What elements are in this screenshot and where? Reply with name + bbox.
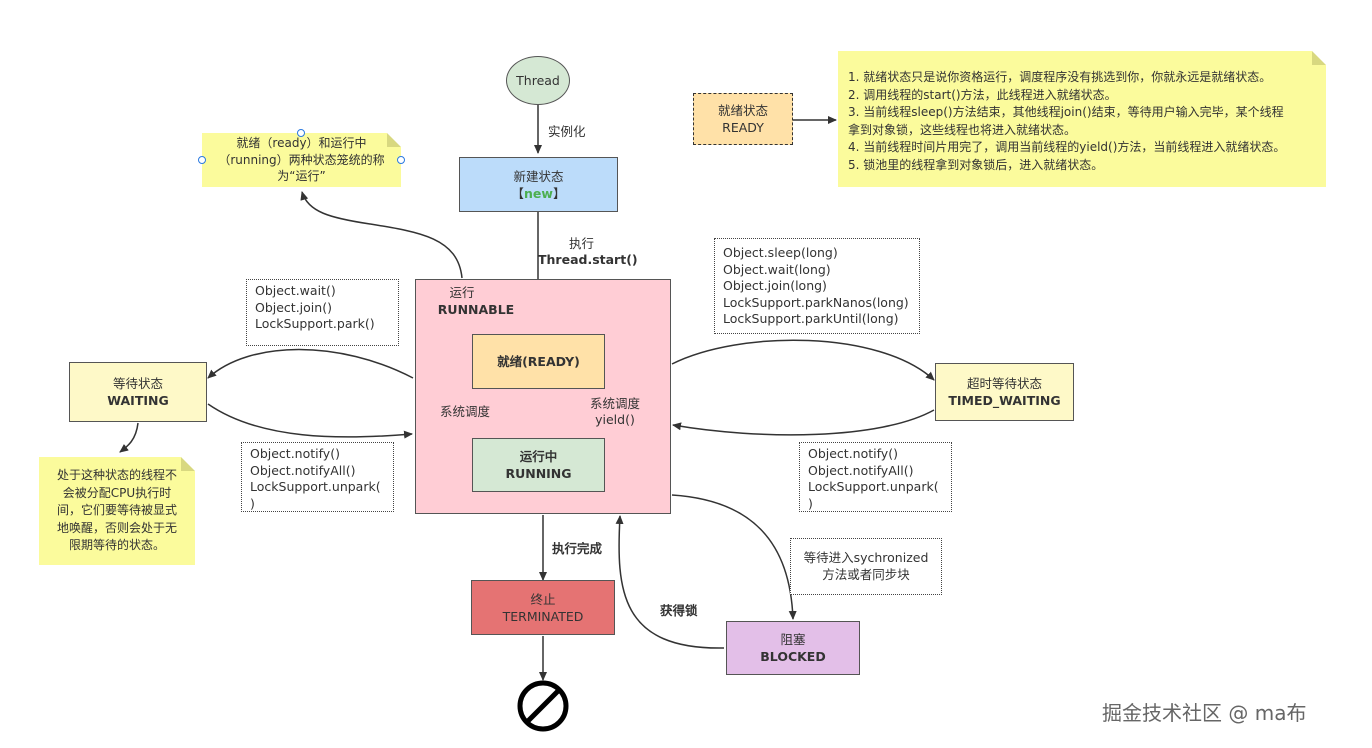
state-running-name: RUNNING [505, 466, 572, 481]
state-new-title: 新建状态 [513, 168, 564, 184]
legend-ready: 就绪状态 READY [693, 93, 793, 145]
state-blocked: 阻塞 BLOCKED [726, 621, 860, 675]
edge-timed-to-runnable [672, 409, 935, 436]
edge-blocked-to-runnable [615, 515, 725, 649]
state-new-keyword-line: 【new】 [511, 185, 566, 201]
sched-left-label: 系统调度 [440, 404, 491, 420]
start-label: Thread [516, 73, 560, 88]
method-box-to-timed: Object.sleep(long) Object.wait(long) Obj… [714, 238, 920, 334]
state-waiting-name: WAITING [107, 393, 169, 408]
note-waiting-info: 处于这种状态的线程不 会被分配CPU执行时 间，它们要等待被显式 地唤醒，否则会… [39, 457, 195, 565]
state-blocked-title: 阻塞 [780, 632, 806, 647]
selection-handle[interactable] [297, 129, 305, 137]
sched-right-label: 系统调度 yield() [586, 396, 644, 428]
state-ready: 就绪(READY) [472, 334, 605, 389]
legend-ready-title: 就绪状态 [717, 103, 768, 118]
legend-ready-name: READY [722, 120, 764, 135]
state-timed-waiting-name: TIMED_WAITING [948, 393, 1061, 408]
state-terminated-name: TERMINATED [502, 608, 584, 624]
method-box-from-timed: Object.notify() Object.notifyAll() LockS… [799, 442, 952, 512]
edge-runnable-to-waiting [207, 348, 414, 379]
selection-handle[interactable] [397, 156, 405, 164]
state-runnable-name: RUNNABLE [437, 302, 515, 317]
state-terminated: 终止 TERMINATED [471, 580, 615, 635]
edge-waiting-to-runnable [207, 403, 413, 439]
state-ready-label: 就绪(READY) [497, 354, 580, 369]
thread-start-label: Thread.start() [538, 252, 638, 267]
edge-runnable-to-timed [671, 339, 935, 381]
selection-handle[interactable] [198, 156, 206, 164]
state-new: 新建状态 【new】 [459, 157, 618, 212]
method-box-to-waiting: Object.wait() Object.join() LockSupport.… [246, 279, 399, 346]
start-node: Thread [506, 56, 570, 105]
state-blocked-name: BLOCKED [760, 649, 826, 664]
method-box-blocked-reason: 等待进入sychronized 方法或者同步块 [790, 538, 942, 595]
method-box-from-waiting: Object.notify() Object.notifyAll() LockS… [241, 442, 394, 512]
state-timed-waiting-title: 超时等待状态 [966, 376, 1042, 391]
watermark: 掘金技术社区 @ ma布 [1102, 701, 1307, 725]
state-terminated-title: 终止 [530, 591, 556, 607]
instantiate-label: 实例化 [548, 124, 586, 139]
state-running: 运行中 RUNNING [472, 438, 605, 492]
edge-runnable-to-note [300, 191, 463, 279]
state-waiting-title: 等待状态 [112, 376, 163, 391]
exec-label: 执行 [569, 236, 595, 251]
note-runnable-info: 就绪（ready）和运行中 （running）两种状态笼统的称 为“运行” [202, 133, 401, 187]
state-runnable-title: 运行 [449, 285, 475, 300]
state-running-title: 运行中 [519, 449, 558, 464]
edge-waiting-to-note [119, 422, 139, 453]
state-timed-waiting: 超时等待状态 TIMED_WAITING [935, 363, 1074, 421]
state-waiting: 等待状态 WAITING [69, 362, 207, 422]
no-entry-symbol-icon [517, 680, 569, 732]
edge-runnable-to-blocked [671, 494, 797, 620]
note-ready-info: 1. 就绪状态只是说你资格运行，调度程序没有挑选到你，你就永远是就绪状态。 2.… [838, 51, 1326, 187]
acquire-lock-label: 获得锁 [660, 603, 698, 618]
finished-label: 执行完成 [552, 541, 603, 556]
